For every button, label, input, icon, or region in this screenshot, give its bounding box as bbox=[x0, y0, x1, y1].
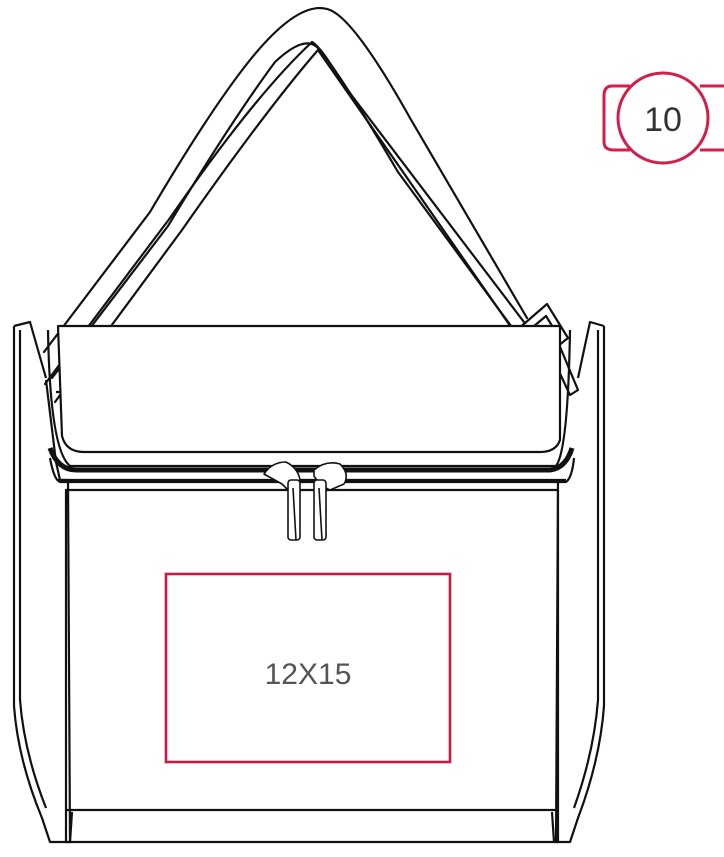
badge-number: 10 bbox=[644, 101, 682, 139]
number-badge: 10 bbox=[602, 71, 724, 165]
bag-body bbox=[12, 320, 606, 844]
print-area: 12X15 bbox=[164, 572, 452, 764]
zipper-pulls bbox=[263, 461, 348, 541]
shoulder-strap bbox=[42, 6, 532, 404]
print-area-label: 12X15 bbox=[265, 658, 352, 691]
